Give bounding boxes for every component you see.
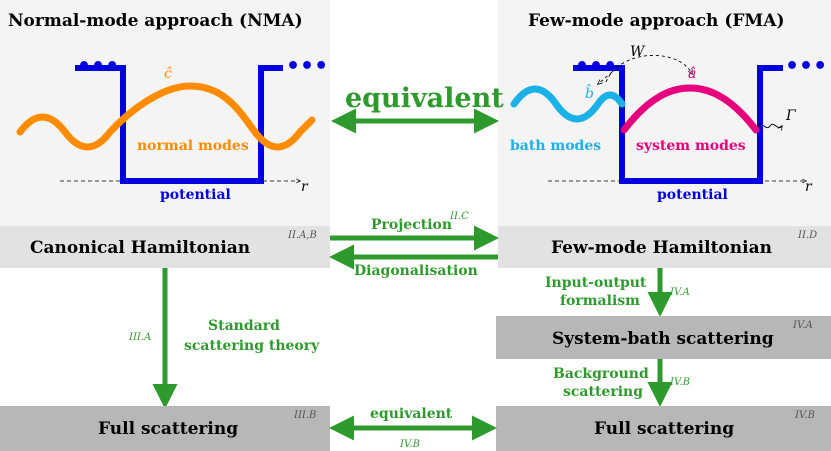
equivalent-big-label: equivalent <box>345 83 504 114</box>
bg-label-line2: scattering <box>563 384 643 400</box>
right-full-scattering-label: Full scattering <box>594 419 734 439</box>
nma-c-hat: ĉ <box>164 66 172 82</box>
fma-right-dots: ••• <box>785 54 827 79</box>
bg-label-line1: Background <box>553 366 649 382</box>
right-full-scattering-ref: IV.B <box>794 410 815 421</box>
fma-w-label: W <box>630 44 646 60</box>
io-label-line1: Input-output <box>545 275 647 291</box>
fma-title: Few-mode approach (FMA) <box>528 11 785 31</box>
nma-panel <box>0 0 330 226</box>
fewmode-hamiltonian-box <box>498 226 831 268</box>
io-ref: IV.A <box>669 287 690 298</box>
fma-bath-label: bath modes <box>510 138 601 154</box>
system-bath-box <box>496 316 831 359</box>
diagonalisation-label: Diagonalisation <box>354 263 478 279</box>
fma-gamma-label: Γ <box>785 108 797 124</box>
standard-ref: III.A <box>128 332 151 343</box>
canonical-hamiltonian-box <box>0 226 330 268</box>
fma-left-dots: ••• <box>575 54 617 79</box>
nma-normal-mode-wave <box>16 82 316 151</box>
fewmode-hamiltonian-label: Few-mode Hamiltonian <box>551 238 772 258</box>
left-full-scattering-label: Full scattering <box>98 419 238 439</box>
fma-potential-label: potential <box>657 187 728 203</box>
io-label-line2: formalism <box>560 293 640 309</box>
system-bath-label: System-bath scattering <box>552 329 774 349</box>
bg-ref: IV.B <box>669 377 690 388</box>
canonical-hamiltonian-label: Canonical Hamiltonian <box>30 238 250 258</box>
fma-potential-well <box>573 65 783 184</box>
standard-label-line1: Standard <box>208 318 280 334</box>
standard-label-line2: scattering theory <box>184 338 320 354</box>
nma-potential-well <box>75 65 283 184</box>
nma-modes-label: normal modes <box>137 138 249 154</box>
projection-label: Projection <box>371 217 452 233</box>
nma-illustration: r ••• ••• ĉ normal modes potential <box>16 54 328 203</box>
nma-title: Normal-mode approach (NMA) <box>8 11 303 31</box>
fma-b-hat: b̂ <box>585 83 594 102</box>
left-full-scattering-box <box>0 406 330 451</box>
nma-left-dots: ••• <box>77 54 119 79</box>
fewmode-hamiltonian-ref: II.D <box>797 230 817 241</box>
fma-system-label: system modes <box>636 138 746 154</box>
equivalent-small-label: equivalent <box>370 406 453 422</box>
fma-illustration: r ••• ••• W â b̂ Γ bath modes system mod… <box>510 44 827 203</box>
projection-ref: II.C <box>449 211 469 222</box>
system-bath-ref: IV.A <box>792 320 813 331</box>
fma-a-hat: â <box>688 66 696 82</box>
right-full-scattering-box <box>496 406 831 451</box>
fma-system-wave <box>620 84 760 134</box>
fma-bath-wave <box>510 85 626 123</box>
fma-r-label: r <box>805 179 813 195</box>
left-full-scattering-ref: III.B <box>293 410 316 421</box>
fma-loss-wiggle <box>757 123 782 127</box>
nma-right-dots: ••• <box>286 54 328 79</box>
fma-coupling-arrow <box>605 55 692 83</box>
equivalent-small-ref: IV.B <box>399 439 420 450</box>
fma-panel <box>498 0 831 226</box>
nma-potential-label: potential <box>160 187 231 203</box>
canonical-hamiltonian-ref: II.A,B <box>287 230 317 241</box>
nma-r-label: r <box>301 179 309 195</box>
